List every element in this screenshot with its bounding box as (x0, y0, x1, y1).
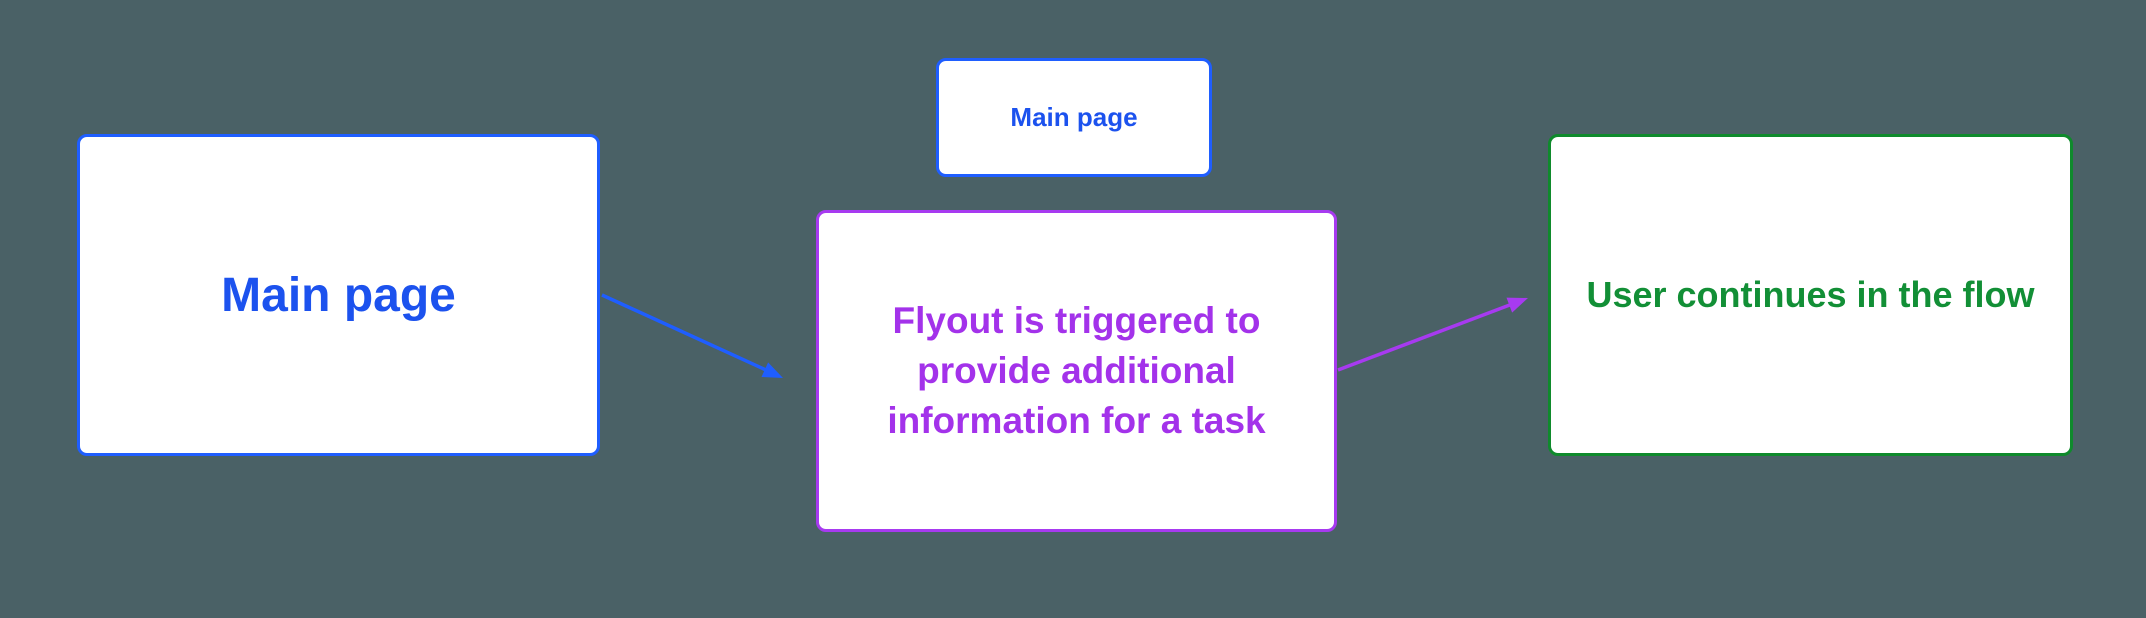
node-user-continues-label: User continues in the flow (1586, 274, 2035, 315)
purple-arrow-line (1337, 302, 1512, 372)
node-main-page-label: Main page (221, 268, 456, 322)
blue-arrow-line (601, 293, 767, 372)
node-main-page-small[interactable]: Main page (936, 58, 1212, 177)
node-main-page[interactable]: Main page (77, 134, 600, 456)
blue-arrowhead-icon (761, 362, 783, 378)
blue-flow-arrow (601, 293, 783, 378)
purple-flow-arrow (1337, 297, 1528, 372)
node-main-page-small-label: Main page (1010, 102, 1138, 132)
node-user-continues[interactable]: User continues in the flow (1548, 134, 2073, 456)
node-flyout-triggered[interactable]: Flyout is triggered to provide additiona… (816, 210, 1337, 532)
node-flyout-label: Flyout is triggered to provide additiona… (887, 300, 1266, 441)
purple-arrowhead-icon (1506, 297, 1528, 313)
